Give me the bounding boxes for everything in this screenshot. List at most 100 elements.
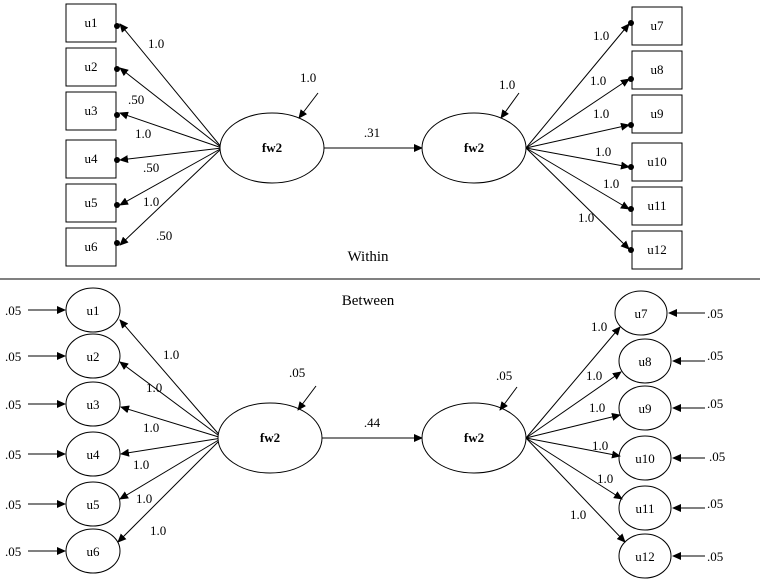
between-indicator-u8: u8	[618, 338, 672, 384]
within-loading-label: 1.0	[135, 126, 151, 141]
between-loading-arrow-u6	[117, 437, 223, 543]
within-loading-label: 1.0	[603, 176, 619, 191]
between-factor-right-residual: .05	[496, 368, 512, 383]
between-loading-arrow-u3	[120, 405, 223, 439]
between-path-coefficient: .44	[364, 415, 381, 430]
within-indicator-u12-label: u12	[647, 242, 667, 257]
between-indicator-u9: u9	[618, 385, 672, 431]
between-factor-right-residual-arrow	[499, 386, 518, 411]
within-loading-arrow-u10	[525, 147, 630, 170]
between-residual-label: .05	[5, 397, 21, 412]
within-path-coefficient: .31	[364, 125, 380, 140]
between-factor-left-label: fw2	[260, 430, 280, 445]
between-loading-arrow-u1	[119, 319, 223, 439]
within-residual-dot-u3	[114, 112, 120, 118]
within-residual-dot-u12	[628, 247, 634, 253]
between-indicator-u8-label: u8	[639, 354, 652, 369]
within-loading-label: .50	[128, 92, 144, 107]
within-indicator-u9: u9	[631, 94, 683, 134]
within-indicator-u6: u6	[65, 227, 117, 267]
within-residual-dot-u1	[114, 23, 120, 29]
between-indicator-u3-label: u3	[87, 397, 100, 412]
between-indicator-u11: u11	[618, 485, 672, 531]
within-indicator-u3-label: u3	[85, 103, 98, 118]
within-residual-dot-u10	[628, 164, 634, 170]
between-residual-label: .05	[5, 349, 21, 364]
between-loading-label: 1.0	[136, 491, 152, 506]
between-indicator-u7: u7	[614, 290, 668, 336]
within-residual-dot-u2	[114, 66, 120, 72]
within-residual-dot-u8	[628, 76, 634, 82]
within-indicator-u7: u7	[631, 6, 683, 46]
within-loading-arrow-u5	[119, 147, 223, 206]
within-indicator-u8: u8	[631, 50, 683, 90]
within-indicator-u8-label: u8	[651, 62, 664, 77]
within-loading-label: .50	[156, 228, 172, 243]
between-loading-label: 1.0	[143, 420, 159, 435]
between-loading-label: 1.0	[589, 400, 605, 415]
between-factor-right-label: fw2	[464, 430, 484, 445]
within-factor-right-residual-arrow	[500, 92, 520, 119]
between-indicator-u6: u6	[65, 528, 121, 574]
within-loading-label: 1.0	[595, 144, 611, 159]
between-residual-label: .05	[707, 396, 723, 411]
within-loading-label: 1.0	[590, 73, 606, 88]
between-residual-label: .05	[707, 496, 723, 511]
between-indicator-u7-label: u7	[635, 306, 649, 321]
within-indicator-u11: u11	[631, 186, 683, 226]
within-indicator-u5-label: u5	[85, 195, 98, 210]
within-indicator-u5: u5	[65, 183, 117, 223]
within-loading-arrow-u2	[119, 67, 223, 149]
within-section-label: Within	[347, 249, 389, 265]
between-section-label: Between	[342, 293, 395, 309]
within-loading-arrow-u7	[525, 23, 630, 149]
within-residual-dot-u9	[628, 122, 634, 128]
within-loading-label: 1.0	[578, 210, 594, 225]
between-indicator-u5-label: u5	[87, 497, 100, 512]
between-indicator-u6-label: u6	[87, 544, 101, 559]
between-loading-label: 1.0	[146, 380, 162, 395]
within-loading-label: 1.0	[593, 28, 609, 43]
between-indicator-u12: u12	[618, 533, 672, 579]
within-indicator-u7-label: u7	[651, 18, 665, 33]
within-indicator-u6-label: u6	[85, 239, 99, 254]
within-loading-arrow-u3	[119, 111, 223, 149]
between-loading-label: 1.0	[150, 523, 166, 538]
within-indicator-u9-label: u9	[651, 106, 664, 121]
between-loading-arrow-u10	[525, 437, 621, 459]
between-residual-label: .05	[709, 449, 725, 464]
within-loading-arrow-u4	[119, 147, 223, 164]
within-indicator-u10-label: u10	[647, 154, 667, 169]
within-loading-arrow-u6	[119, 147, 223, 246]
within-indicator-u10: u10	[631, 142, 683, 182]
between-loading-label: 1.0	[570, 507, 586, 522]
within-indicator-u2: u2	[65, 47, 117, 87]
within-loading-label: .50	[143, 160, 159, 175]
within-indicator-u1: u1	[65, 3, 117, 43]
between-factor-left-residual: .05	[289, 365, 305, 380]
between-indicator-u2-label: u2	[87, 349, 100, 364]
within-indicator-u11-label: u11	[647, 198, 666, 213]
between-residual-label: .05	[5, 544, 21, 559]
within-section: u1 u2 u3 u4 u5 u6	[65, 3, 683, 270]
between-loading-label: 1.0	[597, 471, 613, 486]
between-indicator-u9-label: u9	[639, 401, 652, 416]
between-loading-label: 1.0	[591, 319, 607, 334]
within-factor-left-residual-arrow	[298, 92, 319, 119]
between-residual-label: .05	[5, 447, 21, 462]
between-indicator-u2: u2	[65, 333, 121, 379]
between-indicator-u5: u5	[65, 481, 121, 527]
within-loading-label: 1.0	[148, 36, 164, 51]
between-loading-arrow-u9	[525, 413, 621, 439]
within-loading-arrow-u8	[525, 78, 630, 149]
within-loading-label: 1.0	[593, 106, 609, 121]
between-loading-arrow-u8	[525, 371, 622, 439]
within-residual-dot-u4	[114, 157, 120, 163]
between-loading-arrow-u12	[525, 437, 626, 543]
between-factor-left-residual-arrow	[297, 385, 317, 411]
within-residual-dot-u6	[114, 240, 120, 246]
within-residual-dot-u11	[628, 206, 634, 212]
between-indicator-u4: u4	[65, 431, 121, 477]
between-residual-label: .05	[707, 348, 723, 363]
between-loading-arrow-u11	[525, 437, 623, 500]
